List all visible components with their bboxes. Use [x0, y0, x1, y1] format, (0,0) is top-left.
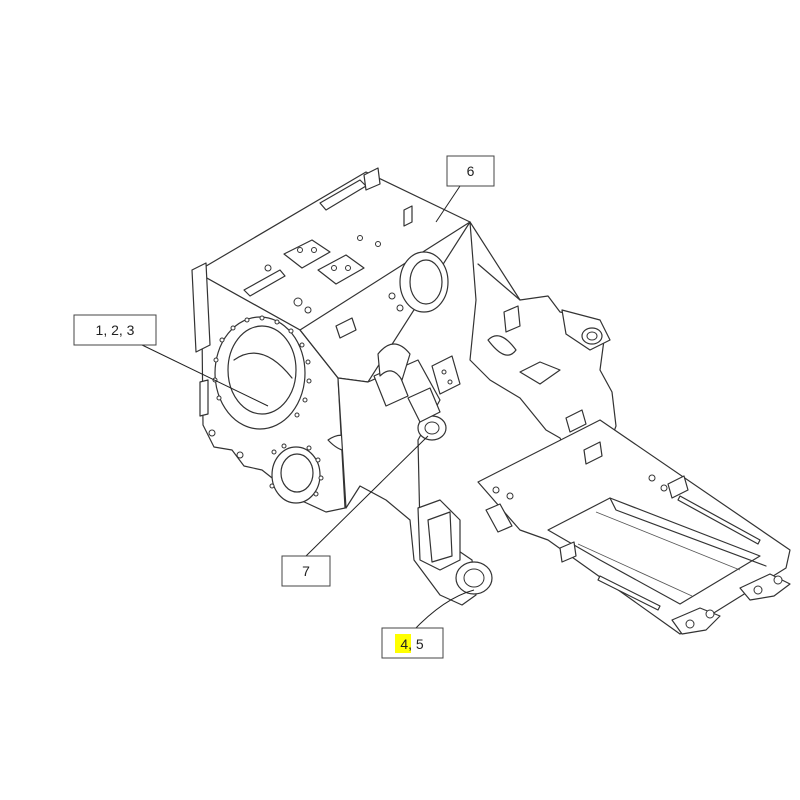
bolt-circle-upper [212, 315, 312, 418]
callout-1-2-3: 1, 2, 3 [73, 314, 157, 346]
callout-box [281, 555, 331, 587]
leader-7 [305, 435, 429, 557]
leader-123 [139, 343, 269, 407]
highlight-marker [395, 634, 411, 653]
rear-frame [477, 419, 791, 635]
leader-6 [435, 185, 461, 223]
callout-7: 7 [281, 555, 331, 587]
leader-lines [139, 185, 475, 633]
callout-box [73, 314, 157, 346]
callout-4-5: 4, 5 [381, 627, 444, 659]
callout-label: 7 [302, 563, 310, 579]
callout-label: 1, 2, 3 [96, 322, 135, 338]
callout-box [381, 627, 444, 659]
leader-45 [411, 589, 475, 633]
callout-box [446, 155, 495, 187]
callout-6: 6 [446, 155, 495, 187]
callout-label: 6 [467, 163, 475, 179]
right-side-wall [469, 221, 617, 479]
left-housing [191, 167, 483, 513]
callout-label: 4, 5 [400, 636, 424, 652]
